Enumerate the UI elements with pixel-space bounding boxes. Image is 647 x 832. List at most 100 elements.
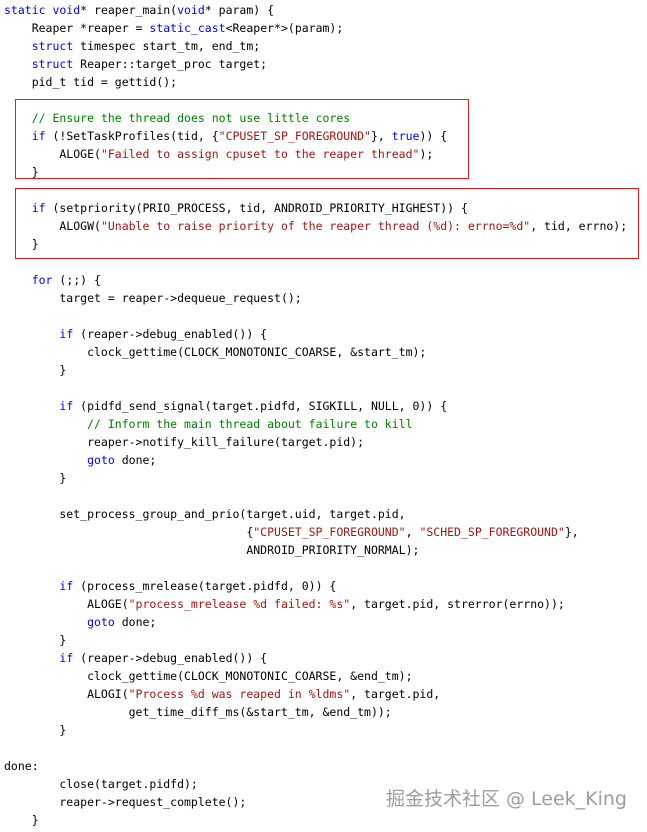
code-text: } <box>4 633 67 647</box>
code-line: } <box>4 163 627 181</box>
code-comment: // Ensure the thread does not use little… <box>31 111 351 125</box>
code-text: } <box>4 723 67 737</box>
code-line: if (!SetTaskProfiles(tid, {"CPUSET_SP_FO… <box>4 127 627 145</box>
code-line: if (reaper->debug_enabled()) { <box>4 649 627 667</box>
code-text: ALOGE( <box>4 147 101 161</box>
code-line: if (setpriority(PRIO_PROCESS, tid, ANDRO… <box>4 199 627 217</box>
code-keyword: struct <box>31 57 74 71</box>
code-line: // Inform the main thread about failure … <box>4 415 627 433</box>
code-line: target = reaper->dequeue_request(); <box>4 289 627 307</box>
code-text: }, <box>370 129 392 143</box>
code-string: "CPUSET_SP_FOREGROUND" <box>218 129 371 143</box>
code-text: target = reaper->dequeue_request(); <box>4 291 302 305</box>
code-text: pid_t tid = gettid(); <box>4 75 178 89</box>
code-keyword: struct <box>31 39 74 53</box>
code-text: clock_gettime(CLOCK_MONOTONIC_COARSE, &e… <box>4 669 413 683</box>
code-keyword: true <box>391 129 420 143</box>
code-line: ALOGE("Failed to assign cpuset to the re… <box>4 145 627 163</box>
code-text: get_time_diff_ms(&start_tm, &end_tm)); <box>4 705 392 719</box>
code-text: (pidfd_send_signal(target.pidfd, SIGKILL… <box>73 399 448 413</box>
code-text: }, <box>564 525 579 539</box>
code-keyword: goto <box>87 615 115 629</box>
highlight-box-cpuset <box>15 99 469 179</box>
code-line: clock_gettime(CLOCK_MONOTONIC_COARSE, &s… <box>4 343 627 361</box>
code-text: } <box>4 165 39 179</box>
code-text <box>4 57 32 71</box>
code-line: struct Reaper::target_proc target; <box>4 55 627 73</box>
code-text: Reaper *reaper = <box>4 21 150 35</box>
code-line: ALOGE("process_mrelease %d failed: %s", … <box>4 595 627 613</box>
code-text: )) { <box>419 129 448 143</box>
code-line: if (process_mrelease(target.pidfd, 0)) { <box>4 577 627 595</box>
code-text: Reaper::target_proc target; <box>73 57 268 71</box>
code-text: (;;) { <box>52 273 101 287</box>
code-text: } <box>4 363 67 377</box>
code-keyword: if <box>59 327 74 341</box>
code-line: } <box>4 721 627 739</box>
code-keyword: static_cast <box>149 21 226 35</box>
code-text: done; <box>114 453 157 467</box>
code-line: set_process_group_and_prio(target.uid, t… <box>4 505 627 523</box>
code-text: * reaper_main( <box>80 3 178 17</box>
code-line <box>4 559 627 577</box>
code-text: ANDROID_PRIORITY_NORMAL); <box>4 543 420 557</box>
code-text: reaper->request_complete(); <box>4 795 247 809</box>
code-keyword: if <box>31 201 46 215</box>
highlight-box-priority <box>15 188 639 259</box>
code-text: timespec start_tm, end_tm; <box>73 39 261 53</box>
code-line <box>4 307 627 325</box>
code-text: (reaper->debug_enabled()) { <box>73 651 268 665</box>
code-line: } <box>4 235 627 253</box>
code-text: , tid, errno); <box>530 219 628 233</box>
code-line: struct timespec start_tm, end_tm; <box>4 37 627 55</box>
code-keyword: if <box>59 399 74 413</box>
code-text: ); <box>419 147 434 161</box>
code-text: , <box>405 525 420 539</box>
code-text: done; <box>114 615 157 629</box>
code-text: * param) { <box>204 3 275 17</box>
code-line: // Ensure the thread does not use little… <box>4 109 627 127</box>
code-text: ALOGE( <box>4 597 129 611</box>
code-line: {"CPUSET_SP_FOREGROUND", "SCHED_SP_FOREG… <box>4 523 627 541</box>
code-string: "Failed to assign cpuset to the reaper t… <box>100 147 420 161</box>
code-keyword: for <box>31 273 53 287</box>
code-comment: // Inform the main thread about failure … <box>87 417 413 431</box>
code-line: reaper->request_complete(); <box>4 793 627 811</box>
code-line: pid_t tid = gettid(); <box>4 73 627 91</box>
code-text: done: <box>4 759 39 773</box>
code-text <box>4 417 87 431</box>
code-line: ALOGI("Process %d was reaped in %ldms", … <box>4 685 627 703</box>
code-text: (process_mrelease(target.pidfd, 0)) { <box>73 579 337 593</box>
code-line: static void* reaper_main(void* param) { <box>4 1 627 19</box>
code-text: , target.pid, <box>350 687 441 701</box>
code-line: Reaper *reaper = static_cast<Reaper*>(pa… <box>4 19 627 37</box>
code-text: , target.pid, strerror(errno)); <box>350 597 565 611</box>
code-text: { <box>4 525 254 539</box>
code-line: } <box>4 631 627 649</box>
code-line: goto done; <box>4 613 627 631</box>
code-text <box>4 651 59 665</box>
code-text: } <box>4 471 67 485</box>
code-text <box>4 39 32 53</box>
code-string: "CPUSET_SP_FOREGROUND" <box>253 525 406 539</box>
code-line <box>4 379 627 397</box>
code-text: (reaper->debug_enabled()) { <box>73 327 268 341</box>
code-line: close(target.pidfd); <box>4 775 627 793</box>
code-block: static void* reaper_main(void* param) { … <box>4 1 627 829</box>
code-text: reaper->notify_kill_failure(target.pid); <box>4 435 365 449</box>
code-keyword: void <box>177 3 205 17</box>
watermark: 掘金技术社区 @ Leek_King <box>385 788 627 810</box>
code-line: } <box>4 469 627 487</box>
code-line: get_time_diff_ms(&start_tm, &end_tm)); <box>4 703 627 721</box>
code-line: if (pidfd_send_signal(target.pidfd, SIGK… <box>4 397 627 415</box>
code-string: "Unable to raise priority of the reaper … <box>100 219 531 233</box>
code-line: if (reaper->debug_enabled()) { <box>4 325 627 343</box>
code-keyword: if <box>59 651 74 665</box>
code-text <box>4 615 87 629</box>
code-line: } <box>4 361 627 379</box>
code-string: "SCHED_SP_FOREGROUND" <box>419 525 565 539</box>
code-keyword: static void <box>4 3 81 17</box>
code-keyword: goto <box>87 453 115 467</box>
code-text <box>4 579 59 593</box>
code-line: done: <box>4 757 627 775</box>
